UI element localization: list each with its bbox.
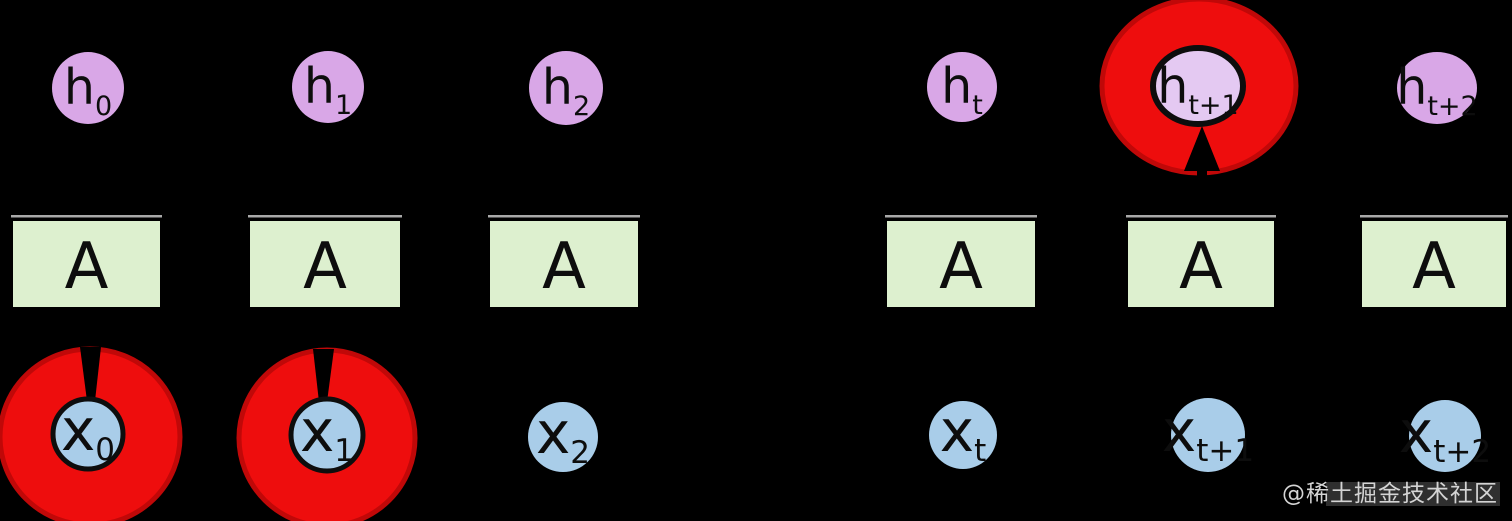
hidden-node-ht-label: ht [941,58,983,121]
input-node-x1 [288,396,366,474]
column-t2: ht+2 A xt+2 [1360,52,1508,472]
arrow-shaft-ht1 [1197,158,1207,222]
cell-box-t-label: A [939,230,983,304]
hidden-node-h2-subscript: 2 [573,91,590,122]
cell-box-0-label: A [65,230,109,304]
input-node-x2-subscript: 2 [570,435,590,471]
cell-box-2-label: A [542,230,586,304]
input-node-x0-letter: x [61,396,95,464]
cell-box-1 [250,221,400,307]
watermark: @稀土掘金技术社区 [1282,481,1500,507]
cell-box-1-label: A [303,230,347,304]
hidden-node-h0-letter: h [64,59,95,116]
cell-box-t2-label: A [1412,230,1456,304]
hidden-node-h2-letter: h [542,59,573,116]
input-node-xt-subscript: t [974,433,986,469]
input-node-x0 [50,396,126,472]
cell-box-t1-label: A [1179,230,1223,304]
cell-box-0-topline [11,215,162,218]
cell-box-0 [13,221,160,307]
arrow-notch-x0 [80,347,101,401]
input-node-xt1-label: xt+1 [1162,397,1254,469]
input-node-x1-letter: x [300,397,334,465]
hidden-node-ht-letter: h [941,58,972,115]
cell-box-1-topline [248,215,402,218]
hidden-node-h0-subscript: 0 [95,91,112,122]
column-1: h1 A x1 [236,51,418,521]
hidden-node-h0 [52,52,124,124]
hidden-node-h0-label: h0 [64,59,112,122]
cell-box-t1-topline [1126,215,1276,218]
cell-box-2 [490,221,638,307]
input-node-xt-label: xt [940,397,986,469]
input-node-x2 [528,402,598,472]
hidden-node-h1-letter: h [304,58,335,115]
hidden-node-ht2-letter: h [1396,59,1427,116]
cell-box-t2-topline [1360,215,1508,218]
watermark-backdrop [1326,482,1500,506]
cell-box-t1 [1128,221,1274,307]
input-node-xt2-letter: x [1399,398,1433,466]
hidden-node-ht1-letter: h [1157,58,1188,115]
input-node-x1-label: x1 [300,397,354,469]
hidden-node-ht-subscript: t [972,90,983,121]
cell-box-t2 [1362,221,1506,307]
hidden-node-h1-subscript: 1 [335,90,352,121]
hidden-node-h1-label: h1 [304,58,352,121]
hidden-node-ht1-subscript: t+1 [1188,90,1238,121]
hidden-node-ht2-subscript: t+2 [1427,91,1477,122]
input-node-xt1-letter: x [1162,397,1196,465]
column-0: h0 A x0 [0,52,183,521]
cell-box-2-topline [488,215,640,218]
input-node-xt1-subscript: t+1 [1196,433,1254,469]
hidden-node-ht2-label: ht+2 [1396,59,1477,122]
column-t1: ht+1 A xt+1 [1099,0,1299,472]
column-t: ht A xt [885,52,1037,469]
hidden-node-ht [927,52,997,122]
input-node-x0-subscript: 0 [95,432,115,468]
hidden-node-ht1-label: ht+1 [1157,58,1238,121]
input-node-xt1 [1171,398,1245,472]
arrow-notch-x1 [313,349,334,402]
input-node-x2-label: x2 [536,399,590,471]
input-node-xt-letter: x [940,397,974,465]
input-node-xt2 [1409,400,1481,472]
hidden-node-ht1 [1150,45,1246,127]
hidden-node-h2 [529,51,603,125]
hidden-node-ht2 [1397,52,1477,124]
input-node-xt2-subscript: t+2 [1433,434,1491,470]
watermark-text: @稀土掘金技术社区 [1282,481,1498,507]
input-node-xt2-label: xt+2 [1399,398,1491,470]
column-2: h2 A x2 [488,51,640,472]
hidden-node-h1 [292,51,364,123]
input-node-x1-subscript: 1 [334,433,354,469]
cell-box-t-topline [885,215,1037,218]
input-node-xt [929,401,997,469]
arrow-head-ht1 [1184,126,1220,171]
hidden-node-h2-label: h2 [542,59,590,122]
input-node-x2-letter: x [536,399,570,467]
cell-box-t [887,221,1035,307]
input-node-x0-label: x0 [61,396,115,468]
